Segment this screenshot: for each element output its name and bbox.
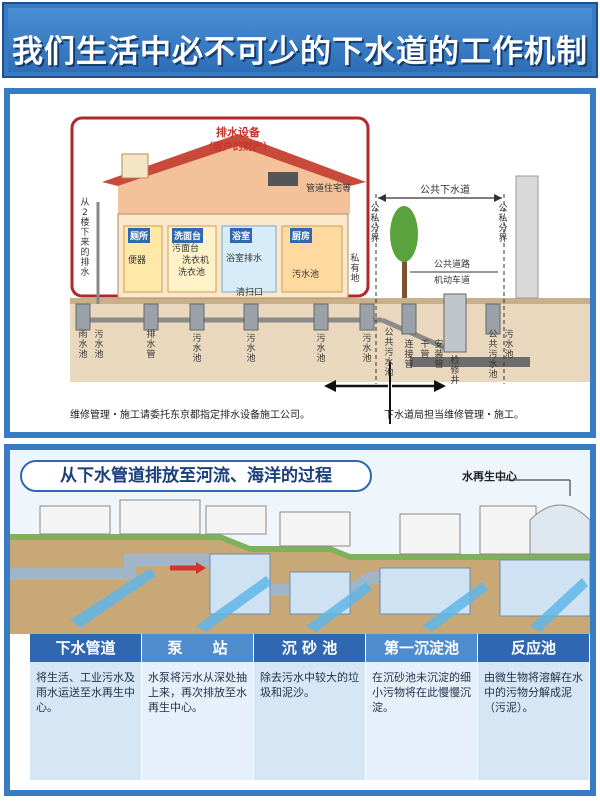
- step-desc-grit-chamber: 除去污水中较大的垃圾和泥沙。: [254, 662, 366, 780]
- drainage-diagram-illustration: [70, 116, 590, 424]
- maintenance-note-left: 维修管理・施工请委托东京都指定排水设备施工公司。: [70, 410, 310, 421]
- sewage-process-heading: 从下水管道排放至河流、海洋的过程: [20, 460, 372, 492]
- rain-pool-label: 雨水池: [78, 330, 88, 360]
- stage-arrow-4: [422, 582, 488, 632]
- sewage-pool-label-3: 污水池: [246, 334, 256, 364]
- building-3: [205, 505, 267, 535]
- tree-crown: [390, 206, 418, 262]
- room-washbasin-label: 洗面台: [172, 228, 204, 243]
- ground-surface: [70, 298, 590, 304]
- private-land-label: 私有地: [350, 254, 360, 284]
- process-step-headers: 下水管道 泵 站 沉 砂 池 第一沉淀池 反应池: [30, 634, 590, 662]
- pit-6: [359, 303, 375, 331]
- stage-arrow-2: [196, 576, 272, 632]
- page-title: 我们生活中必不可少的下水道的工作机制: [12, 34, 588, 70]
- cleanout-label: 清扫口: [236, 288, 264, 298]
- public-sewer-label: 公共下水道: [418, 185, 472, 196]
- title-banner-inner: 我们生活中必不可少的下水道的工作机制: [8, 8, 592, 72]
- toilet-bowl-label: 便器: [128, 256, 147, 266]
- sewer-connection-pipe: [380, 317, 452, 353]
- room-bathroom-label: 浴室: [230, 228, 253, 243]
- drainage-diagram-panel: 排水设备 （客户的财产） 管道住宅等 公共下水道 从2楼下来的排水 厕所 洗面台…: [4, 88, 596, 438]
- building-2: [119, 499, 201, 535]
- public-pool-label: 公共污水池: [488, 330, 498, 380]
- installation-pipe-label: 安装管: [434, 340, 444, 370]
- washing-machine-label: 洗衣机: [182, 256, 210, 266]
- upper-drain-label: 从2楼下来的排水: [80, 198, 90, 278]
- process-step-descriptions: 将生活、工业污水及雨水运送至水再生中心。 水泵将污水从深处抽上来，再次排放至水再…: [30, 662, 590, 780]
- building-1: [39, 505, 111, 535]
- step-desc-pump-station: 水泵将污水从深处抽上来，再次排放至水再生中心。: [142, 662, 254, 780]
- sewage-process-panel: 从下水管道排放至河流、海洋的过程 水再生中心 下水管道 泵 站 沉 砂 池 第一…: [4, 444, 596, 796]
- washbasin-fixture-label: 污面台: [172, 244, 200, 254]
- step-desc-reaction-tank: 由微生物将溶解在水中的污物分解成泥（污泥）。: [478, 662, 590, 780]
- building-5: [399, 513, 461, 555]
- room-toilet-label: 厕所: [128, 228, 151, 243]
- water-reclamation-center-label: 水再生中心: [462, 470, 517, 483]
- sewage-pool-label-6: 污水池: [504, 330, 514, 360]
- public-boundary-label: 公私分界: [498, 204, 508, 244]
- pit-4: [243, 303, 259, 331]
- stage-arrow-3: [306, 582, 372, 632]
- waste-pool-label: 汚水池: [292, 270, 320, 280]
- maintenance-note-right: 下水道局担当维修管理・施工。: [384, 410, 524, 421]
- roof-vent: [268, 172, 298, 186]
- sewer-flow-arrow-head: [196, 562, 206, 574]
- house-gable: [118, 146, 350, 214]
- step-header-primary-settling: 第一沉淀池: [366, 634, 478, 662]
- sewage-pool-label-2: 污水池: [192, 334, 202, 364]
- pit-5: [313, 303, 329, 331]
- main-pipe-label: 干管: [420, 340, 430, 360]
- sewage-pool-label-5: 污水池: [362, 334, 372, 364]
- pit-8: [485, 303, 501, 335]
- room-kitchen-label: 厨房: [290, 228, 313, 243]
- pit-7: [401, 303, 417, 335]
- step-header-sewer-pipe: 下水管道: [30, 634, 142, 662]
- building-6: [479, 505, 537, 555]
- step-header-grit-chamber: 沉 砂 池: [254, 634, 366, 662]
- step-desc-primary-settling: 在沉砂池未沉淀的细小污物将在此慢慢沉淀。: [366, 662, 478, 780]
- pit-2: [143, 303, 159, 331]
- public-sewer-arrow-left-head: [378, 194, 386, 202]
- step-header-pump-station: 泵 站: [142, 634, 254, 662]
- tree-trunk: [402, 254, 407, 298]
- stage-arrow-1: [70, 568, 156, 628]
- bath-drain-label: 浴室排水: [226, 254, 263, 264]
- public-sewage-pool-label: 公共污水池: [384, 328, 394, 378]
- sink-label: 洗衣池: [178, 268, 206, 278]
- building-drain-label: 管道住宅等: [306, 184, 352, 194]
- pit-3: [189, 303, 205, 331]
- building-4: [279, 511, 351, 547]
- drainage-diagram-area: 排水设备 （客户的财产） 管道住宅等 公共下水道 从2楼下来的排水 厕所 洗面台…: [10, 94, 590, 432]
- step-header-reaction-tank: 反应池: [478, 634, 590, 662]
- sewage-pits: [75, 303, 501, 335]
- road-lane-label: 机动车道: [434, 276, 471, 286]
- customer-property-subtitle: （客户的财产）: [203, 142, 273, 153]
- sewage-pool-label-1: 污水池: [94, 330, 104, 360]
- public-road-label: 公共道路: [434, 260, 471, 270]
- sewage-process-area: 从下水管道排放至河流、海洋的过程 水再生中心 下水管道 泵 站 沉 砂 池 第一…: [10, 450, 590, 790]
- treatment-center-dome: [529, 504, 590, 555]
- public-sewer-arrow-right-head: [494, 194, 502, 202]
- public-private-boundary-label: 公私分界: [370, 204, 380, 244]
- right-responsibility-arrow-head: [434, 380, 446, 392]
- connection-pipe-label: 连接管: [404, 340, 414, 370]
- sewage-pool-label-4: 污水池: [316, 334, 326, 364]
- upper-toilet: [121, 153, 149, 179]
- title-banner: 我们生活中必不可少的下水道的工作机制: [2, 2, 598, 78]
- factory-buildings: [39, 499, 537, 555]
- neighbor-building: [515, 175, 539, 299]
- drainage-equipment-title: 排水设备: [216, 126, 260, 139]
- step-desc-sewer-pipe: 将生活、工业污水及雨水运送至水再生中心。: [30, 662, 142, 780]
- ground-top-strip: [10, 534, 590, 560]
- pit-1: [75, 303, 91, 331]
- inspection-well-label: 检修井: [450, 356, 460, 386]
- left-responsibility-arrow-head: [324, 380, 336, 392]
- house-roof: [102, 134, 366, 186]
- stage-arrow-5: [530, 578, 588, 632]
- drain-pipe-label: 排水管: [146, 330, 156, 360]
- manhole-shaft: [443, 293, 467, 353]
